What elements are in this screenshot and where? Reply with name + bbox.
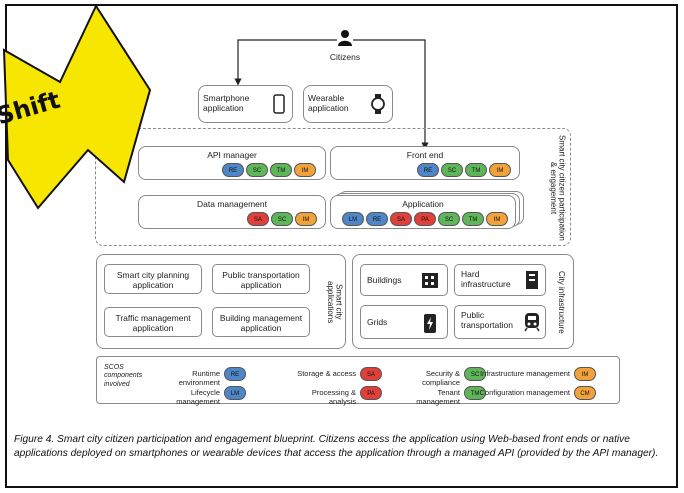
component-pill-re: RE <box>366 212 388 226</box>
infra-public-transport: Public transportation <box>454 305 546 339</box>
citizens-label: Citizens <box>329 52 361 62</box>
component-pill-sc: SC <box>271 212 293 226</box>
component-pill-re: RE <box>222 163 244 177</box>
legend-title: SCOS components involved <box>104 364 143 388</box>
component-pill-im: IM <box>295 212 317 226</box>
component-pill-tm: TM <box>270 163 292 177</box>
app-traffic-label: Traffic management application <box>115 313 191 333</box>
infra-public-transport-label: Public transportation <box>461 310 513 330</box>
component-pill-im: IM <box>486 212 508 226</box>
applications-side-label: Smart city applications <box>325 280 344 324</box>
person-icon <box>338 30 352 46</box>
app-planning: Smart city planning application <box>104 264 202 294</box>
app-public-transport-label: Public transportation application <box>222 270 300 290</box>
infra-buildings: Buildings <box>360 264 448 296</box>
component-pill-im: IM <box>489 163 511 177</box>
figure-caption: Figure 4. Smart city citizen participati… <box>14 434 659 459</box>
legend-pill-re: RE <box>224 367 246 381</box>
legend-pill-tm: TM <box>464 386 486 400</box>
smartphone-label: Smartphone application <box>203 93 250 113</box>
component-pill-sc: SC <box>441 163 463 177</box>
infra-grids: Grids <box>360 305 448 339</box>
legend-label-sc: Security & compliance <box>422 369 460 387</box>
wearable-application-box: Wearable application <box>303 85 393 123</box>
legend-pill-sa: SA <box>360 367 382 381</box>
component-pill-sc: SC <box>246 163 268 177</box>
watch-icon <box>371 94 385 114</box>
app-building: Building management application <box>212 307 310 337</box>
legend-label-im: Infrastructure management <box>479 369 570 378</box>
infra-buildings-label: Buildings <box>367 275 402 285</box>
legend-box <box>96 356 620 404</box>
api-manager-label: API manager <box>207 150 257 160</box>
legend-pill-lm: LM <box>224 386 246 400</box>
legend-pill-pa: PA <box>360 386 382 400</box>
data-management-label: Data management <box>197 199 267 209</box>
component-pill-sc: SC <box>438 212 460 226</box>
component-pill-im: IM <box>294 163 316 177</box>
application-label: Application <box>402 199 444 209</box>
component-pill-re: RE <box>417 163 439 177</box>
data-management-box: Data management <box>138 195 326 229</box>
legend-pill-cm: CM <box>574 386 596 400</box>
train-icon <box>524 313 540 332</box>
component-pill-sa: SA <box>247 212 269 226</box>
legend-label-sa: Storage & access <box>297 369 356 378</box>
participation-region <box>95 128 571 246</box>
app-planning-label: Smart city planning application <box>116 270 190 290</box>
tower-icon <box>526 271 538 289</box>
legend-label-re: Runtime environment <box>178 369 220 387</box>
wearable-label: Wearable application <box>308 93 349 113</box>
infrastructure-side-label: City infrastructure <box>556 270 566 334</box>
building-icon <box>422 273 438 288</box>
component-pill-tm: TM <box>462 212 484 226</box>
legend-pill-sc: SC <box>464 367 486 381</box>
infra-hard: Hard infrastructure <box>454 264 546 296</box>
component-pill-lm: LM <box>342 212 364 226</box>
component-pill-sa: SA <box>390 212 412 226</box>
participation-side-label: Smart city citizen participation & engag… <box>548 135 567 241</box>
smartphone-application-box: Smartphone application <box>198 85 293 123</box>
legend-label-lm: Lifecycle management <box>176 388 220 406</box>
app-traffic: Traffic management application <box>104 307 202 337</box>
infra-grids-label: Grids <box>367 317 388 327</box>
legend-label-tm: Tenant management <box>416 388 460 406</box>
legend-label-cm: Configuration management <box>479 388 570 397</box>
component-pill-tm: TM <box>465 163 487 177</box>
shift-callout-arrow <box>2 3 152 210</box>
infra-hard-label: Hard infrastructure <box>461 269 511 289</box>
app-public-transport: Public transportation application <box>212 264 310 294</box>
smartphone-icon <box>273 94 285 114</box>
legend-pill-im: IM <box>574 367 596 381</box>
legend-label-pa: Processing & analysis <box>311 388 356 406</box>
app-building-label: Building management application <box>219 313 303 333</box>
front-end-label: Front end <box>406 150 444 160</box>
component-pill-pa: PA <box>414 212 436 226</box>
battery-icon <box>424 314 436 333</box>
